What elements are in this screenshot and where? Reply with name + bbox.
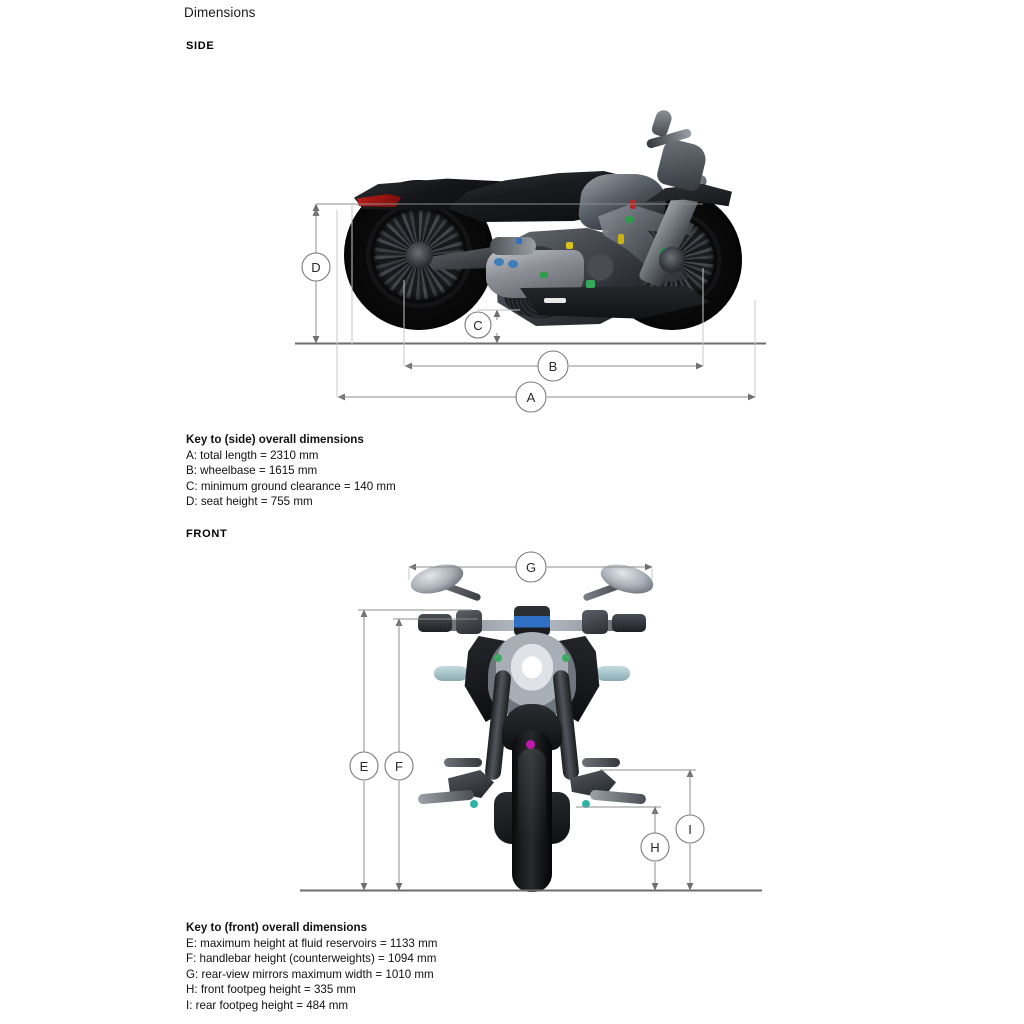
detail-part [516,238,522,244]
key-front-entry-f: F: handlebar height (counterweights) = 1… [186,952,437,966]
motorcycle-side-view-illustration [330,108,760,344]
key-side-entry-b: B: wheelbase = 1615 mm [186,464,318,478]
callout-label: E [360,759,369,774]
callout-b: B [537,350,569,382]
rear-footpeg-left [444,758,482,767]
grip-right [612,614,646,632]
callout-a: A [515,381,547,413]
key-side-entry-c: C: minimum ground clearance = 140 mm [186,479,396,493]
detail-part [586,280,595,288]
callout-label: A [527,390,536,405]
motorcycle-front-view-illustration [407,559,657,892]
detail-part [582,800,590,808]
rear-footpeg-right [582,758,620,767]
turn-signal-right [596,666,630,681]
callout-i: I [675,814,705,844]
key-front-entry-h: H: front footpeg height = 335 mm [186,983,356,997]
detail-part [526,740,535,749]
detail-part [544,298,566,303]
key-side-title: Key to (side) overall dimensions [186,433,364,446]
key-side-entry-a: A: total length = 2310 mm [186,448,319,462]
detail-part [626,216,633,223]
detail-part [470,800,478,808]
callout-label: I [688,822,692,837]
callout-f: F [384,751,414,781]
detail-part [630,200,636,209]
key-front-entry-i: I: rear footpeg height = 484 mm [186,998,349,1012]
switchgear-left [456,610,482,634]
detail-part [494,654,502,662]
instrument-cluster [514,606,550,636]
callout-e: E [349,751,379,781]
detail-part [566,242,573,249]
page-title: Dimensions [184,5,256,20]
front-tire [512,730,552,892]
key-front-entry-e: E: maximum height at fluid reservoirs = … [186,936,438,950]
key-to-front-dimensions: Key to (front) overall dimensions E: max… [186,920,437,1014]
key-front-entry-g: G: rear-view mirrors maximum width = 101… [186,967,434,981]
detail-part [562,654,570,662]
callout-d: D [301,252,331,282]
key-side-entry-d: D: seat height = 755 mm [186,495,313,509]
callout-label: F [395,759,403,774]
key-to-side-dimensions: Key to (side) overall dimensions A: tota… [186,432,396,510]
key-front-title: Key to (front) overall dimensions [186,921,368,934]
section-heading-front: FRONT [186,528,228,540]
detail-part [618,234,624,244]
switchgear-right [582,610,608,634]
callout-label: B [549,359,558,374]
detail-part [508,260,518,268]
grip-left [418,614,452,632]
front-footpeg-left [417,789,475,805]
section-heading-side: SIDE [186,40,215,52]
detail-part [540,272,548,278]
front-footpeg-right [589,789,647,805]
turn-signal-left [434,666,468,681]
detail-part [494,258,504,266]
callout-label: D [311,260,320,275]
